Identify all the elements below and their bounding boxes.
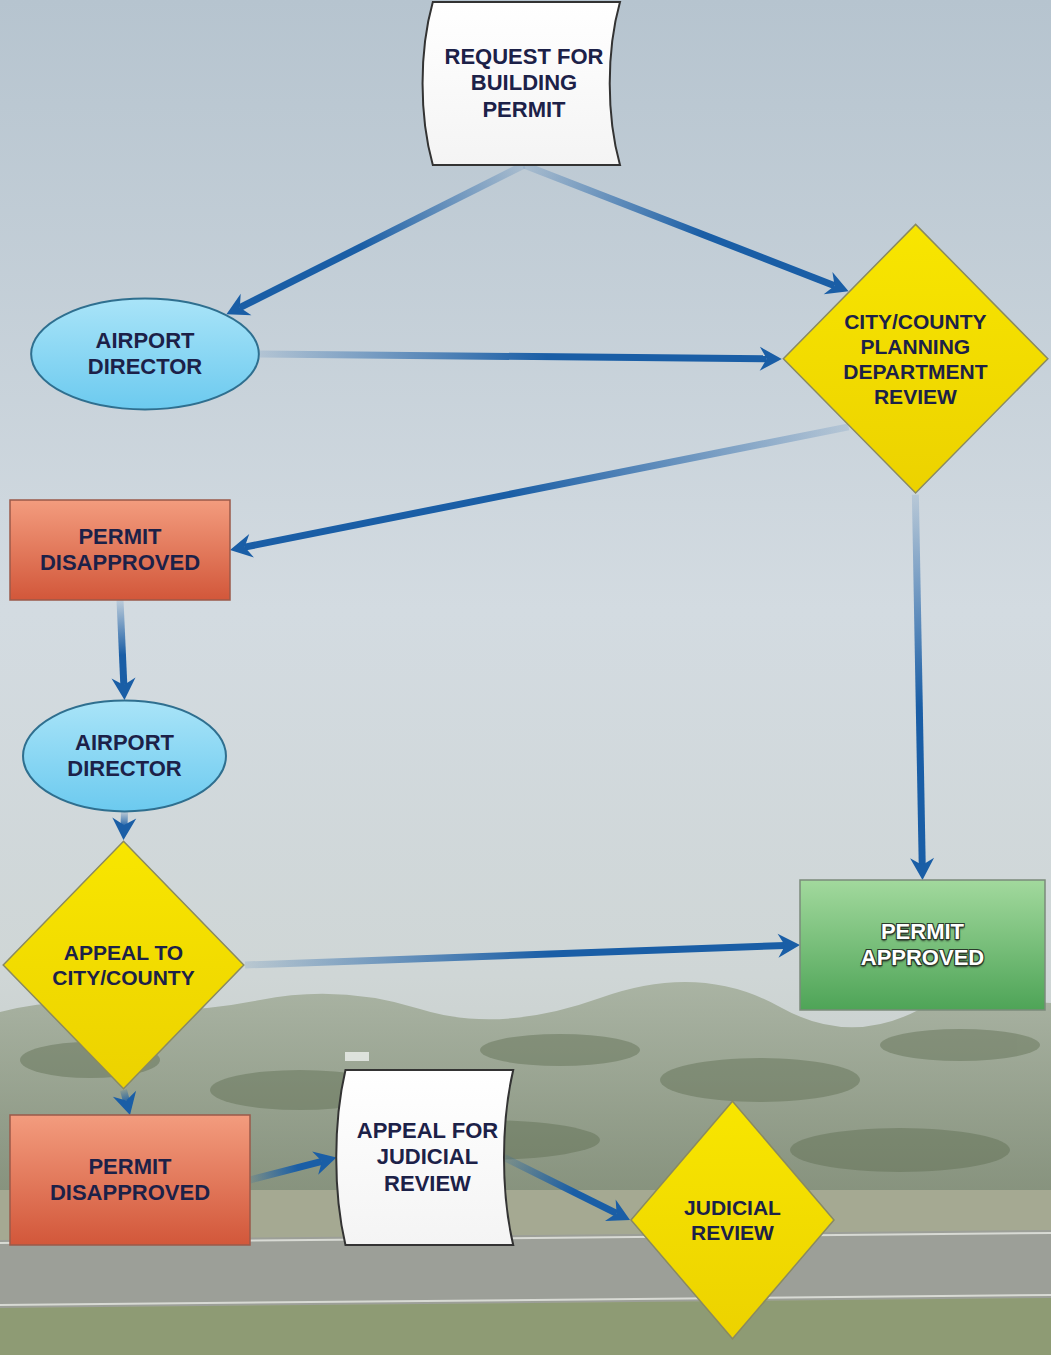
arrow-head	[778, 934, 800, 958]
decision-diamond: JUDICIAL REVIEW	[630, 1100, 835, 1340]
disapproval-box: PERMIT DISAPPROVED	[10, 1115, 250, 1245]
node-label: AIRPORT DIRECTOR	[80, 328, 210, 381]
node-label: APPEAL TO CITY/COUNTY	[46, 940, 201, 990]
flow-arrow	[910, 495, 934, 880]
arrow-head	[230, 534, 254, 558]
arrow-head	[760, 347, 782, 371]
approval-box: PERMIT APPROVED	[800, 880, 1045, 1010]
director-ellipse: AIRPORT DIRECTOR	[30, 298, 260, 410]
arrow-head	[113, 1091, 136, 1115]
arrow-head	[112, 818, 136, 840]
decision-diamond-outline	[782, 223, 1049, 494]
arrow-shaft	[240, 165, 524, 308]
arrow-head	[910, 858, 934, 880]
flow-arrow	[226, 165, 524, 315]
distant-building	[345, 1052, 369, 1061]
disapproval-box: PERMIT DISAPPROVED	[10, 500, 230, 600]
arrow-shaft	[120, 600, 124, 685]
arrow-head	[605, 1199, 630, 1220]
flow-arrow	[230, 427, 849, 558]
flow-arrow	[524, 165, 849, 294]
flow-arrow	[112, 812, 136, 840]
node-label: PERMIT DISAPPROVED	[35, 524, 205, 577]
arrow-shaft	[121, 812, 128, 825]
arrow-head	[112, 677, 136, 700]
flow-arrow	[260, 347, 782, 371]
foreground-grass	[0, 1298, 1051, 1355]
decision-diamond: APPEAL TO CITY/COUNTY	[2, 840, 245, 1090]
flow-arrow	[504, 1158, 630, 1221]
director-ellipse: AIRPORT DIRECTOR	[22, 700, 227, 812]
flow-arrow	[113, 1090, 136, 1115]
flow-arrow	[250, 1151, 336, 1180]
arrow-head	[226, 294, 251, 315]
decision-diamond: CITY/COUNTY PLANNING DEPARTMENT REVIEW	[782, 223, 1049, 494]
flow-arrow	[245, 934, 800, 965]
flow-arrow	[112, 600, 136, 700]
arrow-head	[312, 1151, 336, 1174]
decision-diamond-outline	[630, 1100, 835, 1340]
arrow-shaft	[524, 165, 835, 286]
document-shape: REQUEST FOR BUILDING PERMIT	[410, 2, 638, 165]
node-label: AIRPORT DIRECTOR	[60, 730, 190, 783]
arrow-shaft	[245, 946, 785, 965]
node-label: CITY/COUNTY PLANNING DEPARTMENT REVIEW	[835, 309, 995, 410]
node-label: PERMIT DISAPPROVED	[45, 1154, 215, 1207]
arrow-shaft	[915, 495, 922, 865]
node-label: PERMIT APPROVED	[848, 919, 998, 972]
arrow-shaft	[504, 1158, 616, 1214]
node-label: JUDICIAL REVIEW	[668, 1195, 798, 1245]
node-label: APPEAL FOR JUDICIAL REVIEW	[352, 1118, 502, 1197]
arrow-head	[824, 272, 849, 294]
arrow-shaft	[260, 354, 767, 359]
arrow-shaft	[124, 1090, 127, 1100]
document-shape: APPEAL FOR JUDICIAL REVIEW	[325, 1070, 530, 1245]
arrow-shaft	[250, 1161, 322, 1180]
arrow-shaft	[245, 427, 849, 547]
decision-diamond-outline	[2, 840, 245, 1090]
node-label: REQUEST FOR BUILDING PERMIT	[436, 44, 611, 123]
